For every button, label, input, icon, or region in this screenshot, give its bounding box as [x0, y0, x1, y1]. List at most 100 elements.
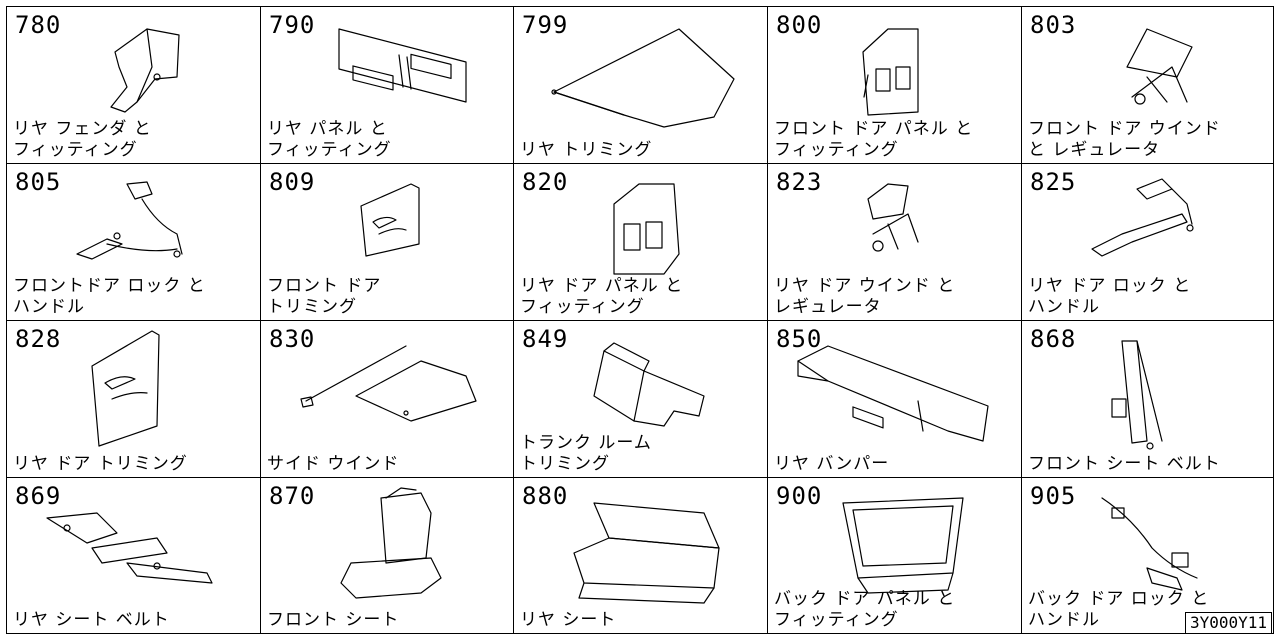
- part-illustration: [338, 28, 467, 103]
- part-group-label: バック ドア パネル とフィッティング: [774, 589, 955, 631]
- part-group-number: 830: [269, 325, 316, 353]
- part-group-868[interactable]: 868 フロント シート ベルト: [1022, 321, 1273, 478]
- part-illustration: [862, 28, 919, 116]
- part-illustration: [46, 512, 213, 584]
- part-group-799[interactable]: 799 リヤ トリミング: [514, 7, 768, 164]
- part-group-number: 800: [776, 11, 823, 39]
- part-group-900[interactable]: 900 バック ドア パネル とフィッティング: [768, 478, 1022, 633]
- label-line-1: リヤ フェンダ と: [13, 119, 152, 139]
- part-group-828[interactable]: 828 リヤ ドア トリミング: [7, 321, 261, 478]
- label-line-2: ハンドル: [1028, 610, 1100, 630]
- part-illustration: [613, 183, 680, 275]
- label-line-2: リヤ トリミング: [520, 140, 653, 160]
- part-group-number: 809: [269, 168, 316, 196]
- part-group-label: リヤ ドア トリミング: [13, 454, 188, 475]
- part-group-label: フロント ドア パネル とフィッティング: [774, 119, 973, 161]
- label-line-1: トランク ルーム: [520, 433, 652, 453]
- part-group-number: 780: [15, 11, 62, 39]
- part-illustration: [91, 330, 160, 447]
- part-illustration: [551, 28, 735, 128]
- part-illustration: [300, 345, 477, 422]
- part-group-809[interactable]: 809 フロント ドアトリミング: [261, 164, 514, 321]
- label-line-2: リヤ バンパー: [774, 454, 890, 474]
- part-group-905[interactable]: 905 バック ドア ロック とハンドル: [1022, 478, 1273, 633]
- part-group-790[interactable]: 790 リヤ パネル とフィッティング: [261, 7, 514, 164]
- diagram-code: 3Y000Y11: [1184, 612, 1272, 634]
- part-group-label: フロントドア ロック とハンドル: [13, 276, 206, 318]
- part-group-number: 820: [522, 168, 569, 196]
- part-group-label: リヤ ドア ウインド とレギュレータ: [774, 276, 955, 318]
- label-line-1: リヤ ドア ウインド と: [774, 276, 956, 296]
- part-group-823[interactable]: 823 リヤ ドア ウインド とレギュレータ: [768, 164, 1022, 321]
- part-group-number: 790: [269, 11, 316, 39]
- part-illustration: [340, 487, 442, 599]
- part-group-number: 880: [522, 482, 569, 510]
- part-group-780[interactable]: 780 リヤ フェンダ とフィッティング: [7, 7, 261, 164]
- part-group-label: リヤ シート: [520, 610, 616, 631]
- label-line-2: レギュレータ: [774, 297, 882, 317]
- label-line-2: リヤ ドア トリミング: [13, 454, 188, 474]
- label-line-2: トリミング: [267, 297, 357, 317]
- part-illustration: [360, 183, 420, 257]
- label-line-1: リヤ パネル と: [267, 119, 388, 139]
- label-line-1: バック ドア ロック と: [1028, 589, 1210, 609]
- part-group-number: 869: [15, 482, 62, 510]
- label-line-2: フィッティング: [774, 140, 899, 160]
- label-line-2: ハンドル: [13, 297, 85, 317]
- part-group-820[interactable]: 820 リヤ ドア パネル とフィッティング: [514, 164, 768, 321]
- part-illustration: [1111, 340, 1163, 450]
- label-line-1: フロントドア ロック と: [13, 276, 206, 296]
- label-line-1: リヤ ドア パネル と: [520, 276, 684, 296]
- part-group-849[interactable]: 849 トランク ルームトリミング: [514, 321, 768, 478]
- part-illustration: [797, 345, 989, 442]
- part-group-number: 905: [1030, 482, 1077, 510]
- label-line-2: フロント シート: [267, 610, 400, 630]
- part-illustration: [867, 183, 919, 252]
- part-group-number: 825: [1030, 168, 1077, 196]
- label-line-2: リヤ シート ベルト: [13, 610, 170, 630]
- part-group-800[interactable]: 800 フロント ドア パネル とフィッティング: [768, 7, 1022, 164]
- part-group-label: サイド ウインド: [267, 454, 399, 475]
- part-group-label: リヤ ドア ロック とハンドル: [1028, 276, 1191, 318]
- part-illustration: [76, 181, 183, 260]
- label-line-2: フィッティング: [13, 140, 138, 160]
- part-illustration: [593, 342, 705, 427]
- part-group-label: バック ドア ロック とハンドル: [1028, 589, 1209, 631]
- label-line-2: リヤ シート: [520, 610, 617, 630]
- part-group-label: リヤ トリミング: [520, 140, 652, 161]
- part-group-number: 823: [776, 168, 823, 196]
- part-illustration: [1091, 178, 1194, 257]
- part-group-label: リヤ バンパー: [774, 454, 889, 475]
- part-group-number: 868: [1030, 325, 1077, 353]
- part-illustration: [1126, 28, 1193, 105]
- label-line-2: ハンドル: [1028, 297, 1100, 317]
- part-group-number: 828: [15, 325, 62, 353]
- part-illustration: [1101, 497, 1198, 591]
- label-line-2: トリミング: [520, 454, 610, 474]
- part-illustration: [842, 497, 964, 594]
- part-group-number: 900: [776, 482, 823, 510]
- part-group-830[interactable]: 830 サイド ウインド: [261, 321, 514, 478]
- part-group-825[interactable]: 825 リヤ ドア ロック とハンドル: [1022, 164, 1273, 321]
- part-group-number: 803: [1030, 11, 1077, 39]
- part-group-869[interactable]: 869 リヤ シート ベルト: [7, 478, 261, 633]
- label-line-1: フロント ドア: [267, 276, 382, 296]
- part-group-label: トランク ルームトリミング: [520, 433, 652, 475]
- label-line-2: と レギュレータ: [1028, 140, 1161, 160]
- part-illustration: [573, 502, 720, 604]
- label-line-2: フィッティング: [774, 610, 899, 630]
- label-line-2: フィッティング: [267, 140, 392, 160]
- part-group-number: 805: [15, 168, 62, 196]
- part-group-880[interactable]: 880 リヤ シート: [514, 478, 768, 633]
- part-group-label: フロント シート ベルト: [1028, 454, 1221, 475]
- label-line-1: フロント ドア パネル と: [774, 119, 974, 139]
- label-line-2: フィッティング: [520, 297, 645, 317]
- part-group-805[interactable]: 805 フロントドア ロック とハンドル: [7, 164, 261, 321]
- part-group-label: リヤ パネル とフィッティング: [267, 119, 392, 161]
- part-group-number: 799: [522, 11, 569, 39]
- part-group-number: 849: [522, 325, 569, 353]
